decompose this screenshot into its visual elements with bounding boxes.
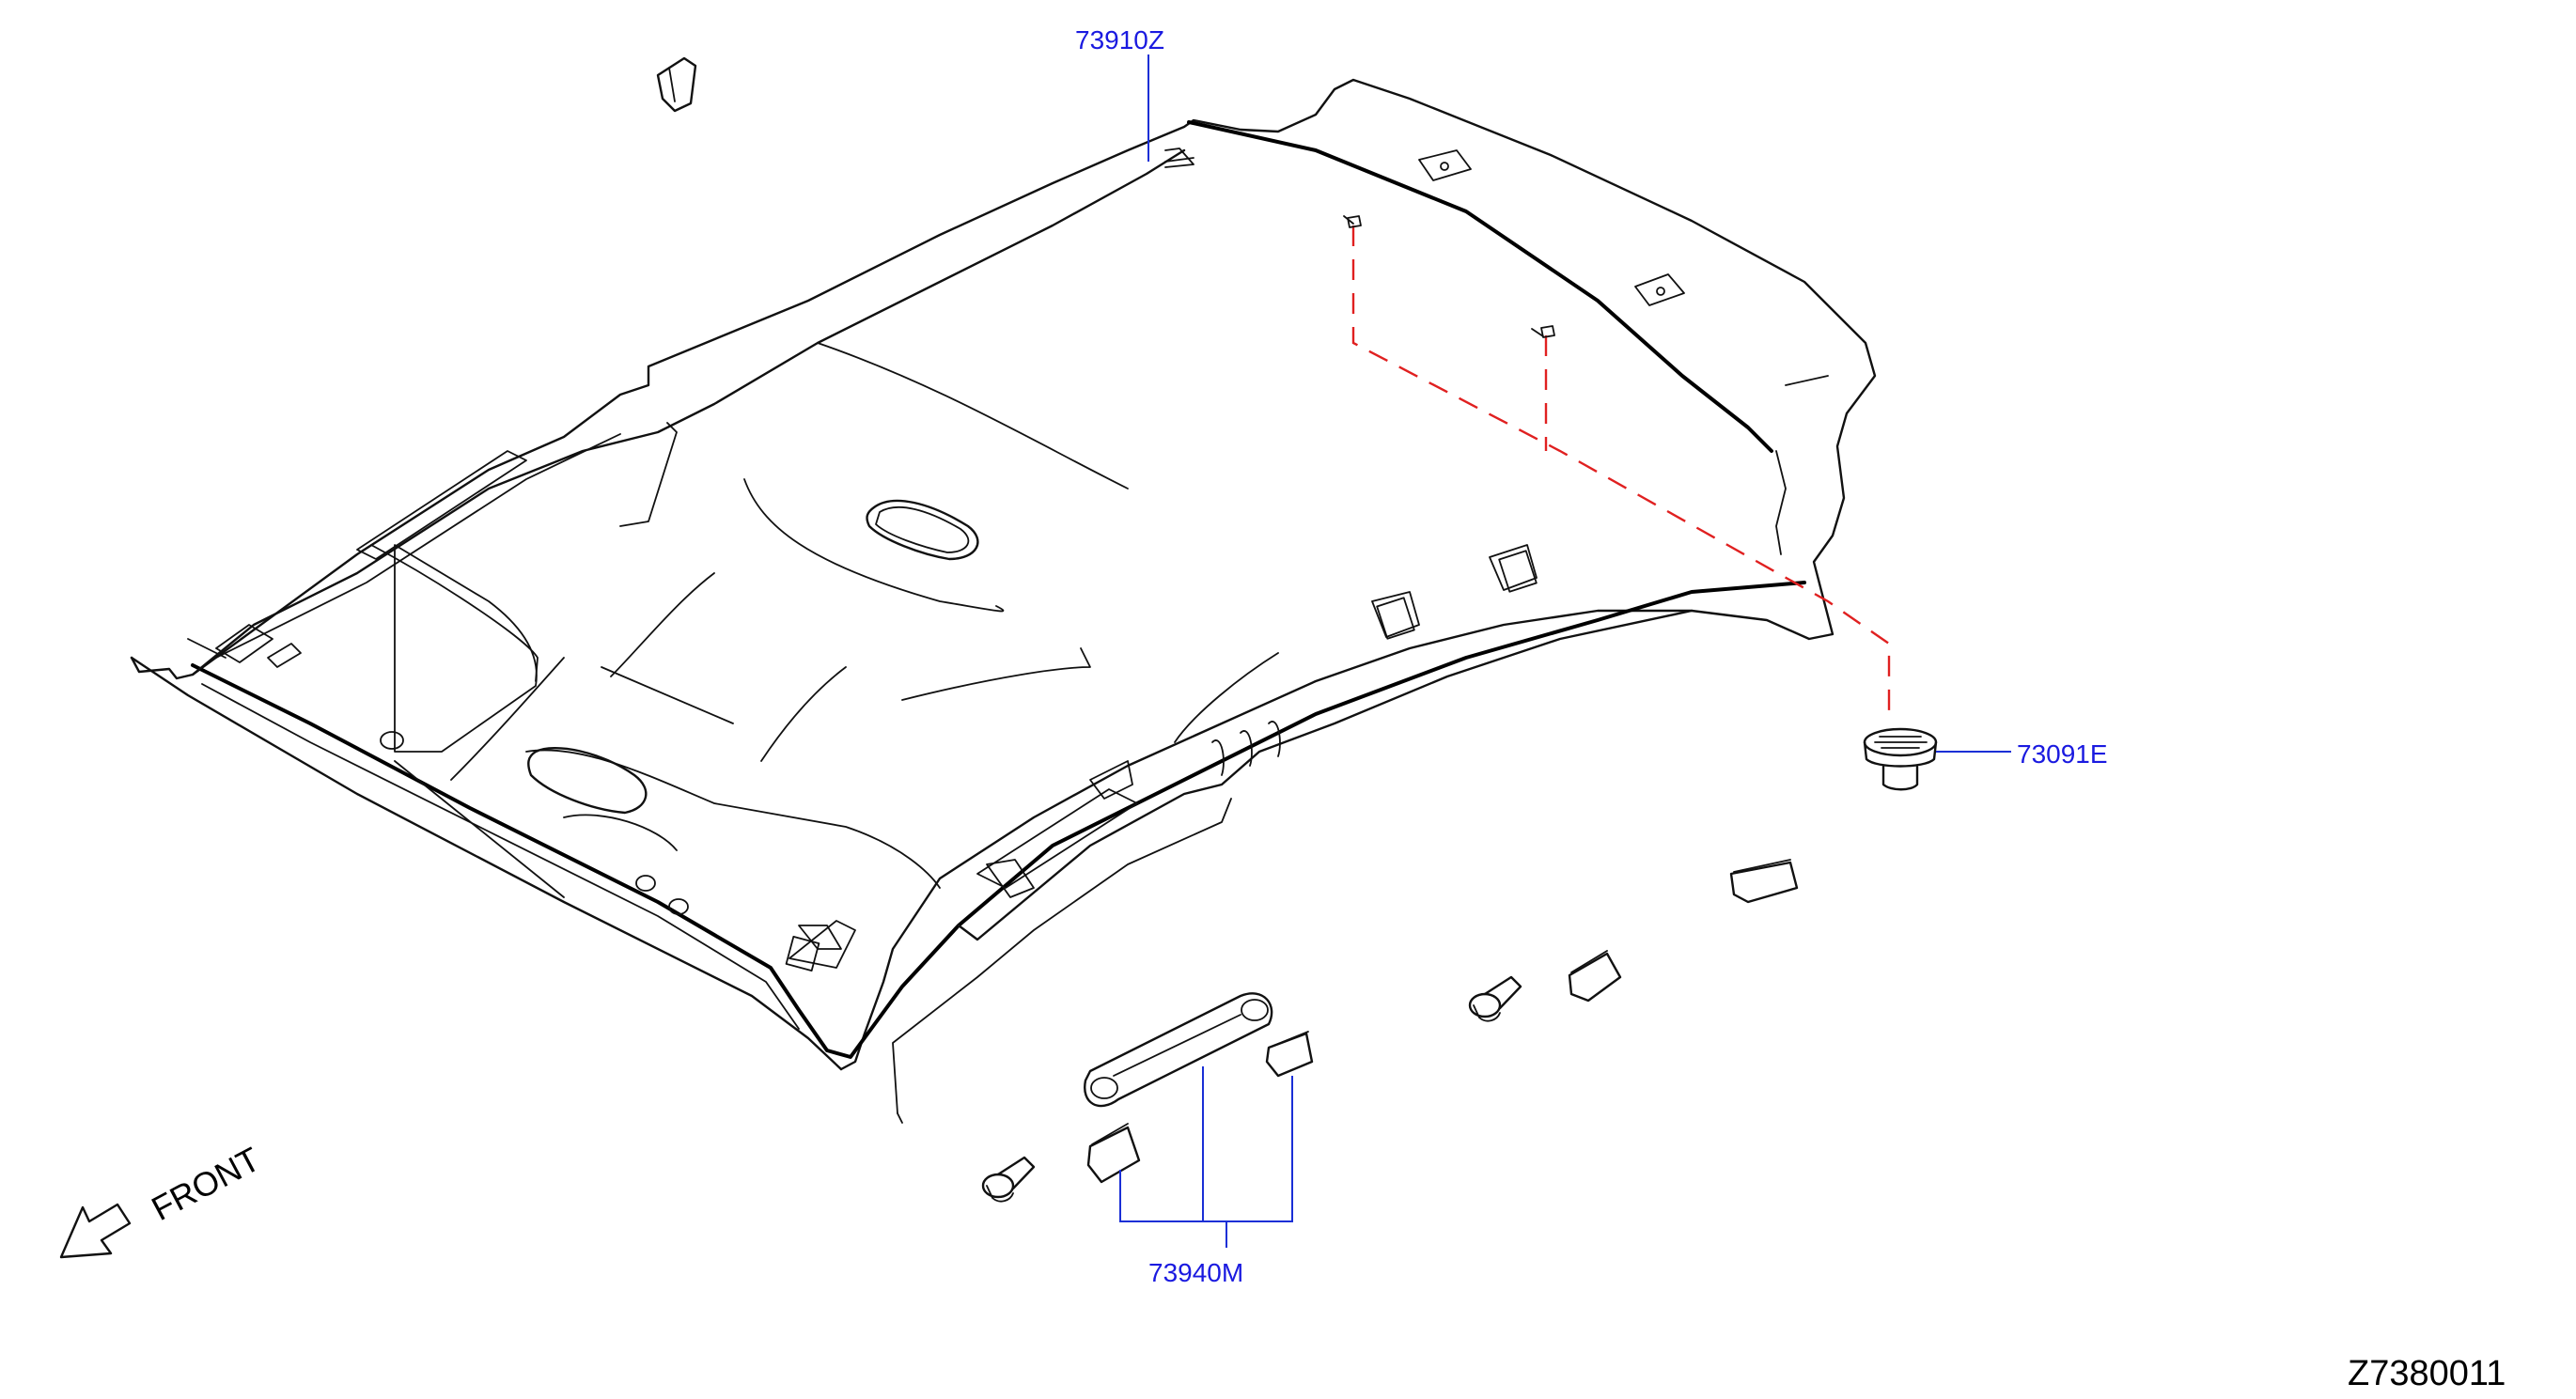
clip-73091E bbox=[1863, 727, 1938, 791]
screw-left bbox=[981, 1156, 1036, 1203]
assist-grip-assembly bbox=[981, 859, 1799, 1203]
part-number-label: 73940M bbox=[1148, 1258, 1243, 1287]
front-direction-indicator: FRONT bbox=[59, 1140, 267, 1259]
front-arrow-icon bbox=[59, 1203, 132, 1259]
screw-right bbox=[1468, 975, 1522, 1022]
callout-73091E: 73091E bbox=[1936, 739, 2108, 769]
retainer-bracket bbox=[656, 56, 697, 113]
hidden-assembly-lines bbox=[1347, 215, 1891, 714]
drawing-code: Z7380011 bbox=[2348, 1354, 2506, 1393]
part-number-label: 73910Z bbox=[1075, 25, 1164, 54]
part-number-label: 73091E bbox=[2017, 739, 2108, 769]
front-label: FRONT bbox=[146, 1140, 267, 1228]
callout-73940M: 73940M bbox=[1119, 1066, 1293, 1287]
callout-73910Z: 73910Z bbox=[1075, 25, 1164, 162]
headlining-panel bbox=[130, 78, 1877, 1124]
